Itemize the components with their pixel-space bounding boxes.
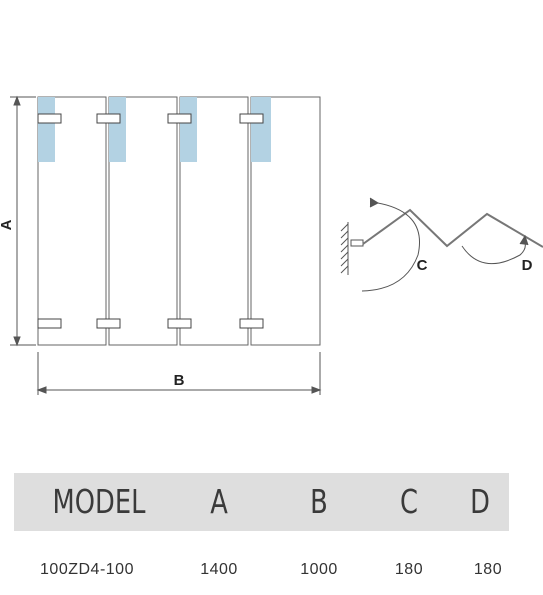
glass-tint-strips xyxy=(38,97,271,162)
dimension-b-label: B xyxy=(174,372,185,389)
header-c: C xyxy=(400,482,418,521)
cell-model: 100ZD4-100 xyxy=(40,561,134,578)
angle-d-label: D xyxy=(522,257,533,274)
folded-panels xyxy=(362,208,543,248)
header-a: A xyxy=(210,482,228,521)
tint-3 xyxy=(180,97,197,162)
screen-diagram: A B C D xyxy=(0,95,543,395)
arc-c-arrow xyxy=(369,197,380,208)
cell-c: 180 xyxy=(394,561,424,578)
dimension-b xyxy=(36,352,322,395)
hinge-bottom-3 xyxy=(167,318,192,329)
hinge-bottom-1 xyxy=(37,318,62,329)
fold-top-view xyxy=(340,197,543,292)
spec-table-header: MODEL A B C D xyxy=(14,473,509,531)
hinge-bottom-4 xyxy=(239,318,264,329)
header-b: B xyxy=(310,482,328,521)
arc-d-arrow xyxy=(519,234,529,246)
dimension-a xyxy=(10,95,36,347)
wall-bracket xyxy=(350,239,364,247)
cell-d: 180 xyxy=(473,561,503,578)
arc-d xyxy=(461,239,526,265)
hinge-bottom-2 xyxy=(96,318,121,329)
glass-panels xyxy=(37,96,321,346)
hinges xyxy=(37,113,264,329)
cell-b: 1000 xyxy=(300,561,338,578)
hinge-top-1 xyxy=(37,113,62,124)
hinge-top-3 xyxy=(167,113,192,124)
tint-1 xyxy=(38,97,55,162)
hinge-top-2 xyxy=(96,113,121,124)
tint-4 xyxy=(251,97,271,162)
panel-3 xyxy=(179,96,249,346)
header-model: MODEL xyxy=(52,482,146,521)
tint-2 xyxy=(109,97,126,162)
wall-hatching xyxy=(340,223,349,274)
cell-a: 1400 xyxy=(200,561,238,578)
angle-c-label: C xyxy=(417,257,428,274)
panel-2 xyxy=(108,96,178,346)
dimension-a-label: A xyxy=(0,219,15,230)
panel-4 xyxy=(250,96,321,346)
header-d: D xyxy=(470,482,490,521)
arc-c xyxy=(361,201,420,292)
panel-1 xyxy=(37,96,107,346)
hinge-top-4 xyxy=(239,113,264,124)
